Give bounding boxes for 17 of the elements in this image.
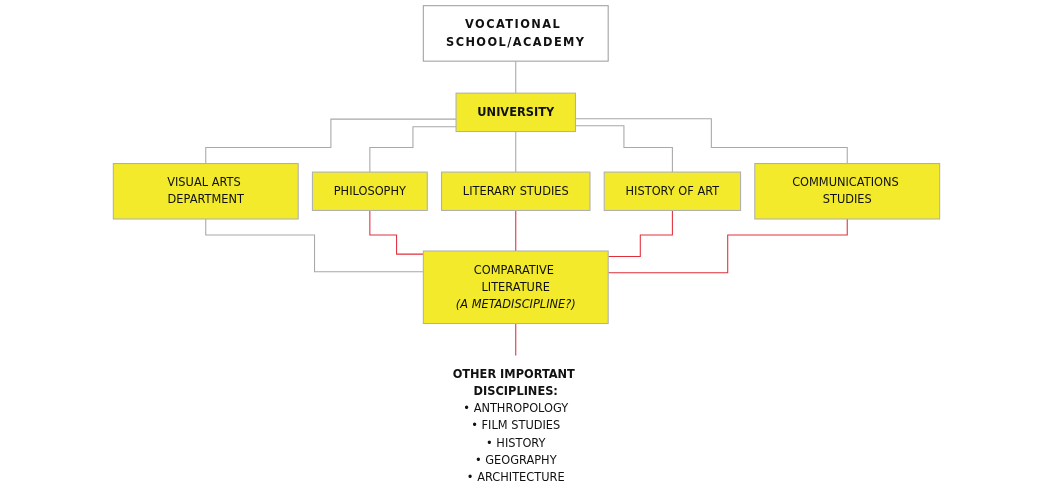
connector [369, 126, 457, 173]
connector [515, 131, 517, 173]
connector [515, 323, 517, 357]
node-box: LITERARY STUDIES [440, 171, 591, 211]
node-text: OTHER IMPORTANT DISCIPLINES: • ANTHROPOLOGY • FILM STUDIES • HISTORY • GEOGRAPHY • ARCHITECTURE [452, 367, 575, 484]
connector [515, 209, 517, 252]
connector [205, 118, 457, 165]
node-box: VISUAL ARTS DEPARTMENT [112, 163, 299, 220]
node-box: COMMUNICATIONS STUDIES [754, 163, 941, 220]
connector [369, 209, 424, 255]
connector [205, 218, 424, 273]
node-box: VOCATIONAL SCHOOL/ACADEMY [422, 5, 609, 62]
node-box: PHILOSOPHY [311, 171, 428, 211]
connector [515, 60, 517, 94]
node-box: COMPARATIVE LITERATURE (A METADISCIPLINE?) [422, 250, 609, 325]
node-box: UNIVERSITY [455, 92, 576, 133]
node-box: HISTORY OF ART [603, 171, 742, 211]
